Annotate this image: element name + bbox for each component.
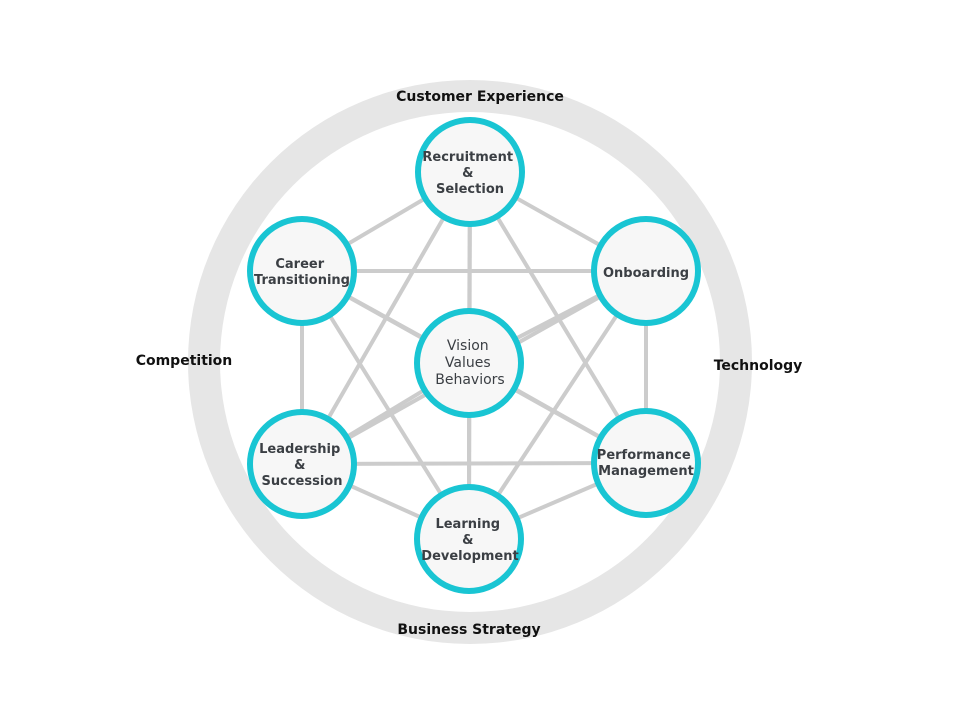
node-performance: Performance Management <box>591 408 701 518</box>
node-recruitment-line-3: Selection <box>436 182 504 197</box>
center-line-3: Behaviors <box>435 372 504 388</box>
ring-label-left: Competition <box>136 353 233 369</box>
node-performance-line-2: Management <box>598 464 694 479</box>
ring-label-top: Customer Experience <box>396 89 564 105</box>
svg-text:Vision Values Beha: Vision Values Behaviors <box>435 338 504 388</box>
connector-recruitment-performance <box>468 170 648 465</box>
node-leadership-line-2: & <box>294 458 305 473</box>
node-onboarding-line-1: Onboarding <box>603 266 689 281</box>
ring-label-bottom: Business Strategy <box>397 622 540 638</box>
svg-text:Onboarding: Onboarding <box>603 266 689 281</box>
node-career-line-2: Transitioning <box>254 273 350 288</box>
node-recruitment: Recruitment & Selection <box>415 117 525 227</box>
svg-text:Career Transitioning: Career Transitioning <box>254 257 350 288</box>
node-learning: Learning & Development <box>414 484 524 594</box>
center-node: Vision Values Behaviors <box>414 308 524 418</box>
node-recruitment-line-2: & <box>462 166 473 181</box>
svg-text:Learning & Develop: Learning & Development <box>421 517 518 564</box>
node-recruitment-line-1: Recruitment <box>422 150 513 165</box>
center-line-1: Vision <box>447 338 489 354</box>
node-onboarding: Onboarding <box>591 216 701 326</box>
node-learning-line-3: Development <box>421 549 518 564</box>
node-learning-line-2: & <box>462 533 473 548</box>
node-leadership-line-1: Leadership <box>259 442 340 457</box>
svg-text:Performance Management: Performance Management <box>597 448 695 479</box>
node-performance-line-1: Performance <box>597 448 691 463</box>
node-career-line-1: Career <box>275 257 324 272</box>
node-career: Career Transitioning <box>247 216 357 326</box>
svg-text:Recruitment & Sele: Recruitment & Selection <box>422 150 517 197</box>
node-leadership: Leadership & Succession <box>247 409 357 519</box>
node-learning-line-1: Learning <box>435 517 500 532</box>
connector-performance-leadership <box>301 461 647 466</box>
node-leadership-line-3: Succession <box>262 474 343 489</box>
svg-text:Leadership & Succe: Leadership & Succession <box>259 442 345 489</box>
ring-label-right: Technology <box>714 358 803 374</box>
center-line-2: Values <box>445 355 491 371</box>
